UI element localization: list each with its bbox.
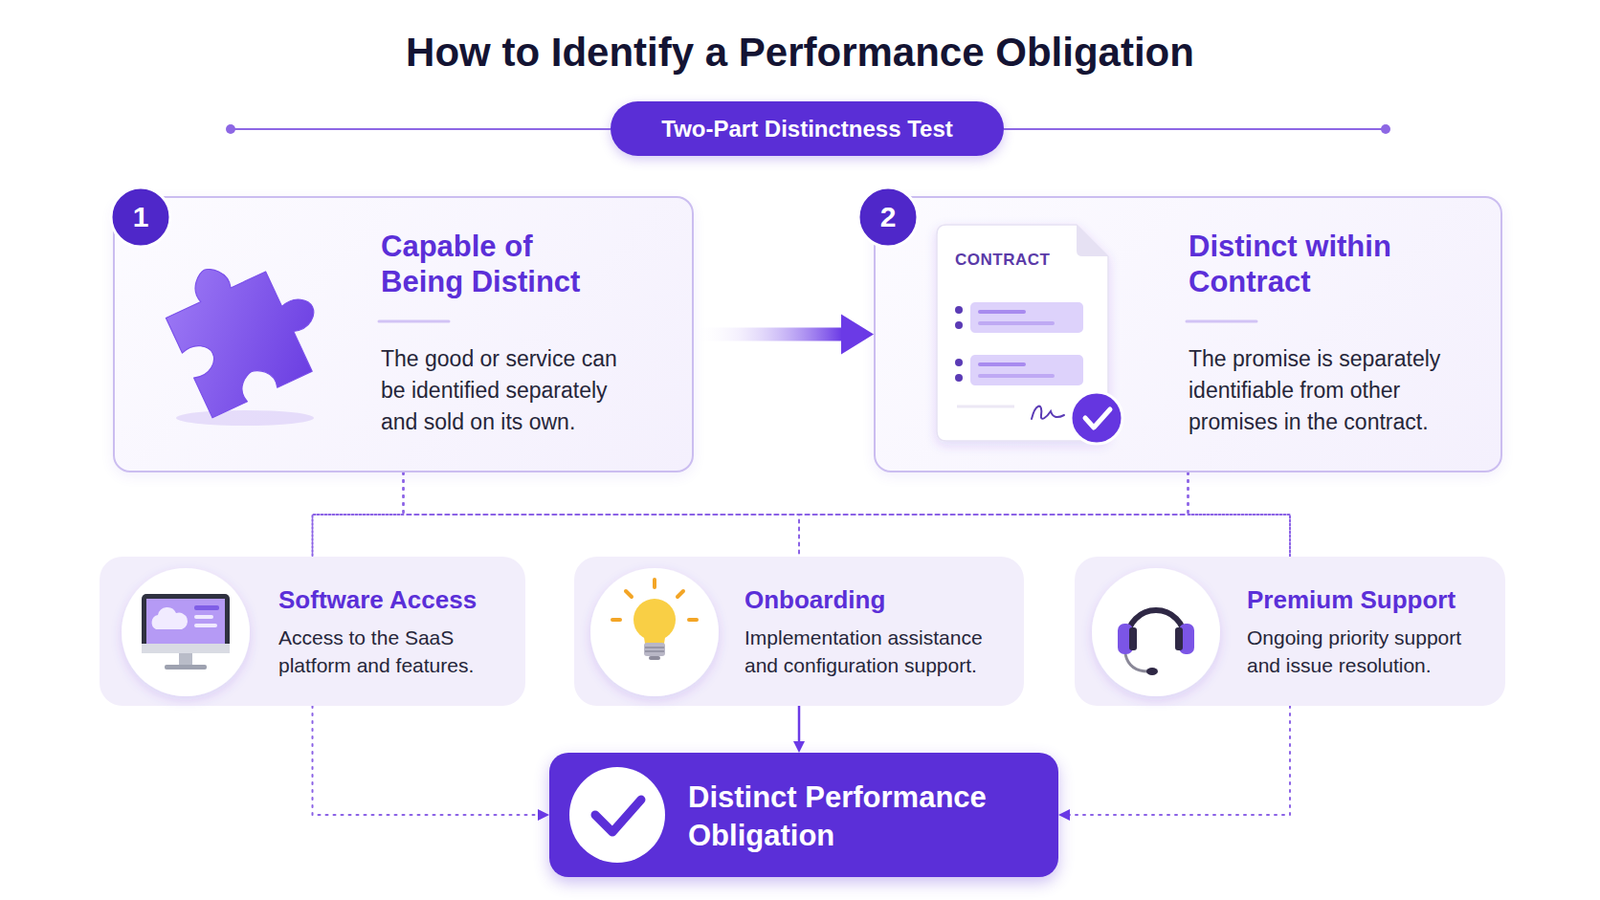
rule-dot: [225, 124, 236, 134]
connector: [403, 472, 1291, 557]
component-card: Software AccessAccess to the SaaS platfo…: [99, 556, 526, 707]
connector: [1058, 706, 1290, 822]
dotted-connector: [312, 472, 1189, 557]
card-heading: Software Access: [278, 584, 518, 616]
dotted-connector: [312, 706, 540, 816]
arrow-head: [793, 741, 805, 754]
connector: [312, 472, 1189, 557]
connector: [793, 706, 805, 754]
dotted-connector: [403, 472, 1291, 557]
connector: [312, 706, 551, 822]
document-label: CONTRACT: [955, 250, 1050, 270]
callout-number: 2: [858, 187, 918, 247]
result-box: Distinct Performance Obligation: [549, 753, 1059, 878]
arrow-shaft: [693, 328, 843, 342]
diagram-title: How to Identify a Performance Obligation: [0, 29, 1600, 76]
arrow-head: [1058, 809, 1070, 822]
arrow-head: [841, 314, 874, 356]
card-body: Implementation assistance and configurat…: [744, 623, 1015, 680]
rule-dot: [1380, 124, 1391, 134]
flow-arrow: [693, 314, 874, 356]
solid-connector: [798, 706, 801, 743]
card-heading: Onboarding: [744, 584, 1013, 616]
dotted-connector: [799, 472, 1189, 557]
component-card: Premium SupportOngoing priority support …: [1074, 556, 1506, 707]
rule-line: [1003, 128, 1386, 131]
rule-line: [230, 128, 611, 131]
test-pill: Two-Part Distinctness Test: [610, 101, 1004, 156]
arrow-head: [537, 809, 550, 822]
callout-number: 1: [111, 187, 171, 247]
card-heading: Premium Support: [1246, 584, 1496, 616]
step-body: The good or service can be identified se…: [380, 343, 640, 439]
step-box: Distinct within ContractThe promise is s…: [873, 196, 1503, 473]
result-label: Distinct Performance Obligation: [688, 778, 1043, 856]
card-body: Ongoing priority support and issue resol…: [1246, 623, 1482, 680]
dotted-connector: [1188, 472, 1291, 557]
connector: [1188, 472, 1291, 557]
step-box: Capable of Being DistinctThe good or ser…: [112, 196, 694, 473]
card-body: Access to the SaaS platform and features…: [278, 623, 516, 680]
step-body: The promise is separately identifiable f…: [1188, 343, 1462, 439]
component-card: OnboardingImplementation assistance and …: [574, 556, 1024, 707]
step-heading: Capable of Being Distinct: [380, 228, 601, 300]
dotted-connector: [1068, 706, 1290, 816]
step-heading: Distinct within Contract: [1188, 228, 1409, 300]
connector: [799, 472, 1189, 557]
pill-label: Two-Part Distinctness Test: [610, 101, 1004, 156]
